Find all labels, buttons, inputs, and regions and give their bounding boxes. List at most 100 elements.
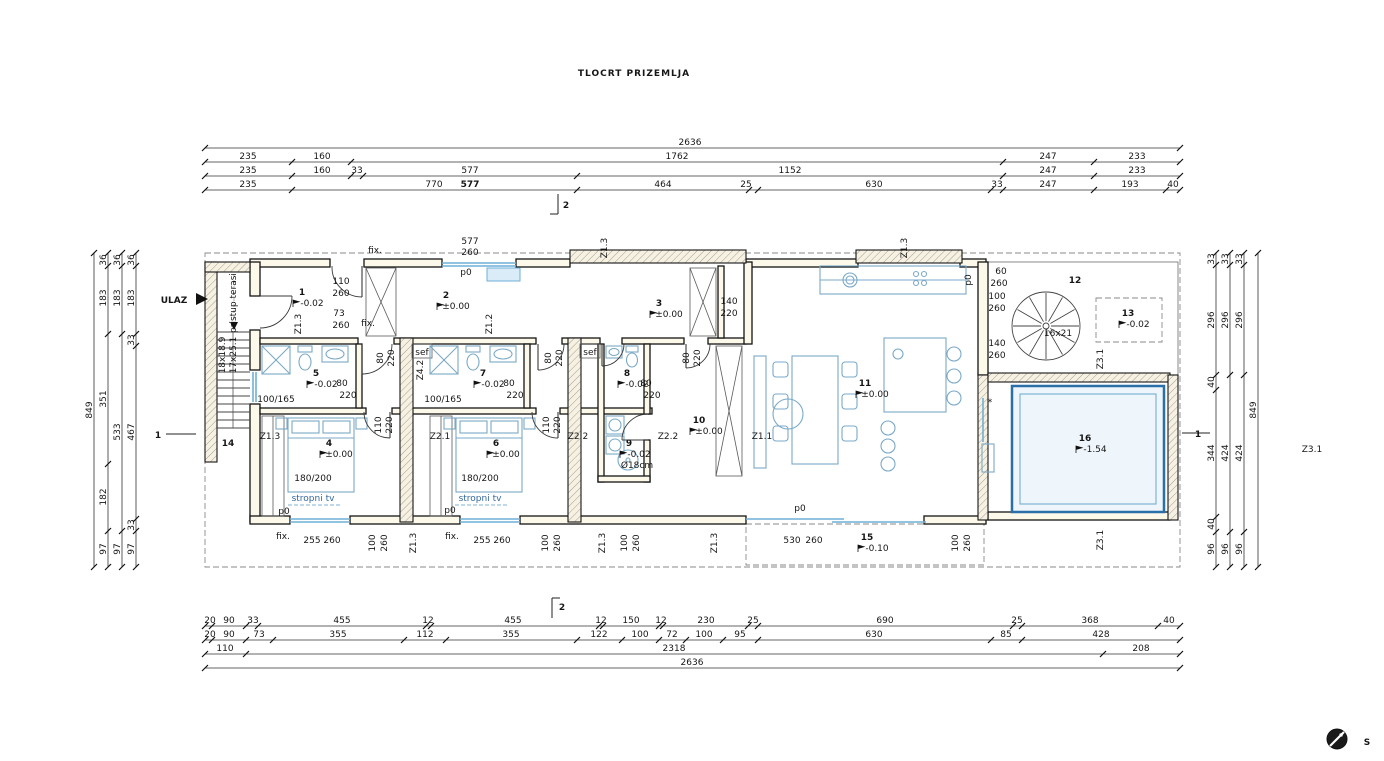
dim-label: 2636: [679, 138, 702, 148]
dim-label: 25: [1011, 616, 1022, 626]
dim-label: 97: [127, 543, 137, 554]
annotation-label: fix.: [361, 319, 375, 329]
annotation-label: 80: [640, 379, 652, 389]
elevation-flag-icon: [436, 302, 445, 310]
dim-label: 12: [595, 616, 606, 626]
annotation-label: 60: [995, 267, 1007, 277]
dim-label: 849: [85, 401, 95, 418]
elevation-flag-icon: [306, 380, 315, 388]
dim-label: 33: [991, 180, 1002, 190]
dim-label: 2318: [663, 644, 686, 654]
dim-label: 428: [1092, 630, 1109, 640]
annotation-label: 180/200: [294, 474, 332, 484]
dim-label: 96: [1221, 543, 1231, 555]
dim-label: 25: [747, 616, 758, 626]
dim-label: 183: [99, 289, 109, 306]
windows-layer: [252, 262, 984, 523]
annotation-label: fix.: [368, 246, 382, 256]
dim-label: 233: [1128, 152, 1145, 162]
elevation-flag-icon: [1118, 320, 1127, 328]
dim-label: 193: [1121, 180, 1138, 190]
dim-label: 455: [333, 616, 350, 626]
annotation-label: 220: [387, 349, 397, 366]
dim-label: 296: [1235, 311, 1245, 328]
annotation-label: 260: [461, 248, 478, 258]
page-title: TLOCRT PRIZEMLJA: [578, 69, 690, 79]
annotation-label: 577: [461, 237, 478, 247]
elevation-label: -0.10: [865, 544, 889, 554]
dim-label: 455: [504, 616, 521, 626]
dim-label: 100: [631, 630, 648, 640]
annotation-label: 260: [332, 321, 349, 331]
dim-label: 2636: [681, 658, 704, 668]
shear-walls-layer: [204, 249, 1179, 523]
dim-label: 849: [1249, 401, 1259, 418]
annotation-label: 100: [988, 292, 1005, 302]
dim-label: 110: [216, 644, 233, 654]
dim-label: 100: [695, 630, 712, 640]
elevation-flag-icon: [319, 450, 328, 458]
dim-label: 368: [1081, 616, 1098, 626]
dim-label: 183: [127, 289, 137, 306]
section-mark-label: 2: [563, 201, 569, 211]
section-marks: [166, 194, 1210, 618]
dim-label: 85: [1000, 630, 1011, 640]
zone-label: Z3.1: [1096, 530, 1106, 550]
room-number: 3: [656, 299, 662, 309]
north-arrow-icon: [1326, 728, 1348, 750]
annotation-label: 80: [336, 379, 348, 389]
terrace-access-arrow-icon: [230, 322, 238, 330]
elevation-label: ±0.00: [442, 302, 470, 312]
dim-label: 97: [113, 543, 123, 554]
dim-label: 467: [127, 423, 137, 440]
elevation-flag-icon: [486, 450, 495, 458]
annotation-label: 100: [620, 534, 630, 551]
dim-label: 233: [1128, 166, 1145, 176]
annotation-label: 260: [988, 304, 1005, 314]
dim-label: 208: [1132, 644, 1149, 654]
annotation-label: 100: [368, 534, 378, 551]
elevation-flag-icon: [855, 390, 864, 398]
dim-label: 33: [351, 166, 362, 176]
annotation-label: Ø18cm: [621, 460, 653, 471]
elevation-label: -0.02: [300, 299, 323, 309]
annotation-label: 260: [380, 534, 390, 551]
annotation-label: 17x25.1: [229, 337, 239, 374]
cabinets-layer: [261, 267, 743, 517]
zone-label: Z3.1: [1096, 349, 1106, 369]
dim-label: 533: [113, 423, 123, 440]
annotation-label: 100: [541, 534, 551, 551]
annotation-label: 260: [988, 351, 1005, 361]
annotation-label: 260: [323, 536, 340, 546]
annotation-label: p0: [794, 504, 806, 514]
dim-label: 33: [1221, 253, 1231, 264]
annotation-label: 220: [553, 416, 563, 433]
elevation-label: -0.02: [314, 380, 337, 390]
dim-label: 20: [204, 630, 216, 640]
dim-label: 25: [740, 180, 751, 190]
annotation-label: 140: [988, 339, 1005, 349]
elevation-label: ±0.00: [695, 427, 723, 437]
annotation-label: 530: [783, 536, 800, 546]
dim-label: 12: [655, 616, 666, 626]
annotation-label: p0: [444, 506, 456, 516]
dim-label: 577: [461, 180, 480, 190]
spiral-staircase: [1011, 291, 1081, 361]
zone-label: Z4.2: [416, 360, 426, 380]
dim-label: 247: [1039, 152, 1056, 162]
dim-label: 73: [253, 630, 264, 640]
elevation-label: -1.54: [1083, 445, 1107, 455]
annotation-label: sef: [415, 348, 429, 358]
entrance-label: ULAZ: [161, 296, 188, 306]
elevation-flag-icon: [1075, 445, 1084, 453]
dimension-lines-layer: [90, 144, 1262, 672]
annotation-label: 180/200: [461, 474, 499, 484]
room-number: 8: [624, 369, 630, 379]
dim-label: 150: [622, 616, 639, 626]
dim-label: 40: [1167, 180, 1179, 190]
section-mark-label: 1: [155, 431, 161, 441]
dim-label: 296: [1207, 311, 1217, 328]
dim-label: 577: [461, 166, 478, 176]
dim-label: 630: [865, 180, 882, 190]
